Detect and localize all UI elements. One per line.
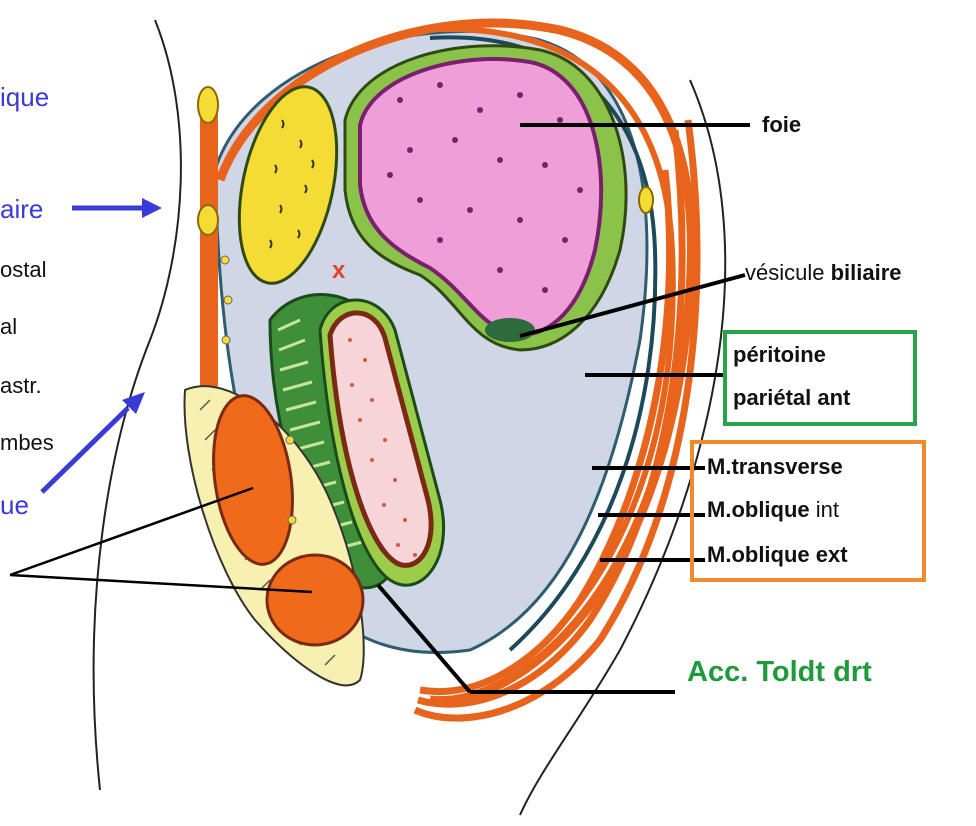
left-label-mbes: mbes	[0, 430, 54, 456]
label-m-oblique-int-bold: M.oblique	[707, 497, 810, 522]
label-vesicule: vésicule biliaire	[745, 260, 902, 286]
label-peritoine-1: péritoine	[733, 342, 826, 368]
spine-column	[200, 110, 218, 390]
left-label-aire: aire	[0, 194, 43, 225]
label-m-oblique-int: M.oblique int	[707, 497, 839, 523]
vertebra-top	[198, 87, 218, 123]
x-mark: x	[332, 257, 346, 284]
blue-arrow-up-right-icon	[42, 392, 145, 492]
label-peritoine-2: pariétal ant	[733, 385, 850, 411]
left-label-ique: ique	[0, 82, 49, 113]
kidney-lower	[267, 555, 363, 645]
blue-arrow-right-icon	[72, 198, 162, 218]
label-m-oblique-int-rest: int	[810, 497, 839, 522]
label-m-oblique-ext: M.oblique ext	[707, 542, 848, 568]
gallbladder	[485, 318, 535, 342]
left-label-al: al	[0, 314, 17, 340]
label-vesicule-prefix: vésicule	[745, 260, 831, 285]
left-label-ostal: ostal	[0, 257, 46, 283]
vertebra-mid	[198, 205, 218, 235]
label-acc-toldt: Acc. Toldt drt	[687, 656, 872, 689]
label-vesicule-bold: biliaire	[831, 260, 902, 285]
left-label-ue: ue	[0, 490, 29, 521]
left-label-astr: astr.	[0, 373, 42, 399]
rib-tip	[639, 187, 653, 213]
label-foie: foie	[762, 112, 801, 138]
label-m-transverse: M.transverse	[707, 454, 843, 480]
